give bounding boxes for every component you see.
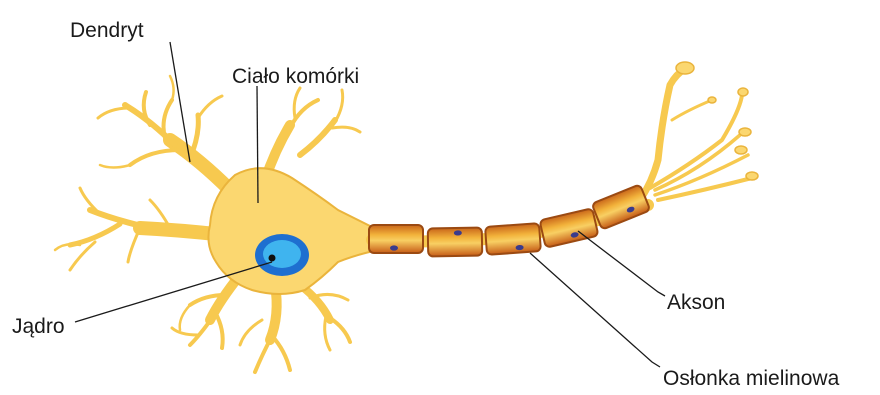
axon-leader: [578, 231, 665, 296]
myelin-leader: [530, 253, 660, 367]
neuron-illustration: [55, 62, 758, 372]
nucleus: [255, 234, 309, 276]
cell-body: [208, 168, 378, 294]
label-nucleus: Jądro: [12, 315, 65, 338]
axon-terminals: [640, 68, 752, 200]
nucleus-leader: [75, 262, 272, 322]
label-axon: Akson: [667, 291, 725, 314]
nucleolus: [269, 255, 276, 262]
leader-lines: [75, 42, 665, 367]
label-cell-body: Ciało komórki: [232, 65, 359, 88]
label-myelin-sheath: Osłonka mielinowa: [663, 367, 840, 390]
myelin-sheath: [369, 184, 650, 256]
label-dendrite: Dendryt: [70, 19, 144, 42]
